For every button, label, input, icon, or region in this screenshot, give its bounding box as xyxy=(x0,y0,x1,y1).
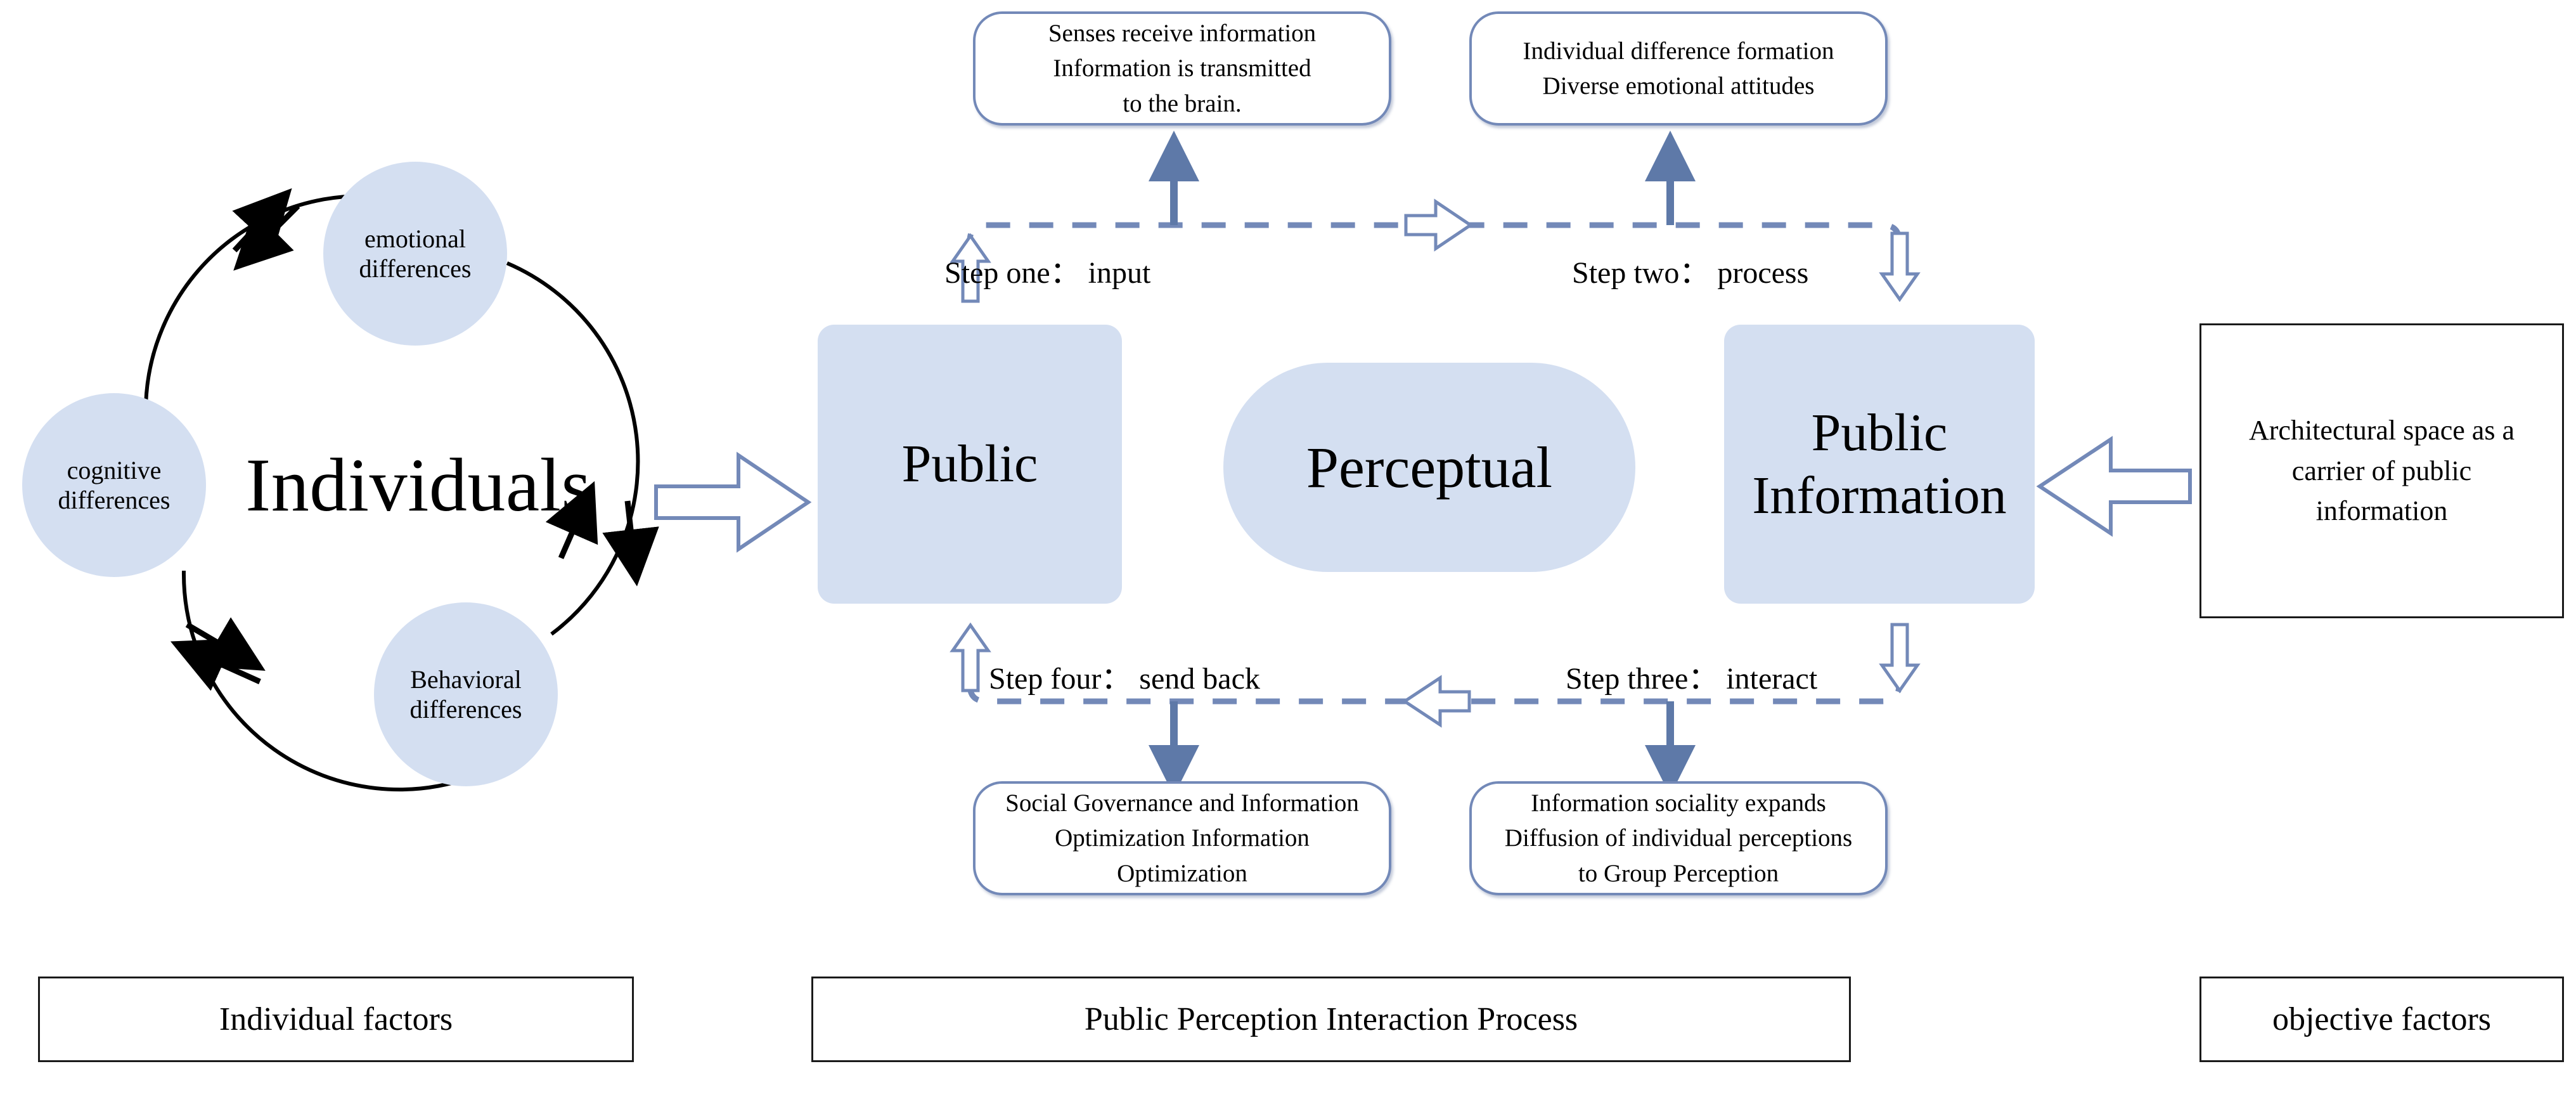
flow-box-public[interactable]: Public xyxy=(818,325,1122,604)
callout-tr-line2: Diverse emotional attitudes xyxy=(1542,72,1815,100)
callout-step-one-result[interactable]: Senses receive information Information i… xyxy=(973,11,1391,126)
circle-behavioral-line2: differences xyxy=(409,695,522,724)
arch-line1: Architectural space as a xyxy=(2249,414,2515,446)
callout-step-four-result[interactable]: Social Governance and Information Optimi… xyxy=(973,781,1391,895)
step-one-label: Step one： input xyxy=(944,256,1151,290)
bottom-label-objective-factors[interactable]: objective factors xyxy=(2199,977,2564,1062)
step-two-hollow-down-arrow xyxy=(1879,231,1921,302)
step-two-label: Step two： process xyxy=(1572,256,1809,290)
flow-box-perceptual[interactable]: Perceptual xyxy=(1223,363,1635,572)
individuals-to-public-arrow xyxy=(654,451,812,553)
public-information-line2: Information xyxy=(1752,466,2007,525)
callout-tl-line2: Information is transmitted xyxy=(1053,55,1311,82)
top-rail-direction-arrow xyxy=(1404,198,1474,252)
circle-cognitive-line2: differences xyxy=(58,486,171,514)
arch-line2: carrier of public xyxy=(2291,455,2472,486)
bottom-rail-direction-arrow xyxy=(1401,675,1471,728)
step-three-hollow-down-arrow xyxy=(1879,623,1921,694)
callout-tl-line1: Senses receive information xyxy=(1048,19,1317,47)
flow-box-public-information[interactable]: Public Information xyxy=(1724,325,2035,604)
circle-cognitive-line1: cognitive xyxy=(67,455,162,484)
circle-cognitive-differences[interactable]: cognitive differences xyxy=(22,393,206,577)
architecture-to-information-arrow xyxy=(2036,436,2192,537)
circle-emotional-line1: emotional xyxy=(364,224,466,253)
step-four-hollow-up-arrow xyxy=(950,622,991,692)
circle-emotional-differences[interactable]: emotional differences xyxy=(323,162,507,346)
public-information-line1: Public xyxy=(1811,403,1948,462)
bottom-label-public-perception-process[interactable]: Public Perception Interaction Process xyxy=(811,977,1851,1062)
individuals-center-label: Individuals xyxy=(245,443,591,528)
architectural-space-box[interactable]: Architectural space as a carrier of publ… xyxy=(2199,323,2564,618)
callout-bl-line3: Optimization xyxy=(1117,859,1247,887)
bottom-label-individual-factors[interactable]: Individual factors xyxy=(38,977,634,1062)
circle-emotional-line2: differences xyxy=(359,254,472,283)
callout-br-line1: Information sociality expands xyxy=(1531,789,1826,817)
callout-step-two-result[interactable]: Individual difference formation Diverse … xyxy=(1469,11,1888,126)
circle-behavioral-differences[interactable]: Behavioral differences xyxy=(374,602,558,786)
callout-bl-line2: Optimization Information xyxy=(1055,824,1310,852)
step-three-label: Step three： interact xyxy=(1566,662,1818,696)
callout-tr-line1: Individual difference formation xyxy=(1523,37,1834,65)
step-four-label: Step four： send back xyxy=(989,662,1260,696)
callout-br-line3: to Group Perception xyxy=(1578,859,1779,887)
callout-step-three-result[interactable]: Information sociality expands Diffusion … xyxy=(1469,781,1888,895)
arch-line3: information xyxy=(2315,495,2448,527)
callout-br-line2: Diffusion of individual perceptions xyxy=(1504,824,1853,852)
circle-behavioral-line1: Behavioral xyxy=(410,665,522,694)
callout-tl-line3: to the brain. xyxy=(1123,89,1242,117)
callout-bl-line1: Social Governance and Information xyxy=(1005,789,1359,817)
